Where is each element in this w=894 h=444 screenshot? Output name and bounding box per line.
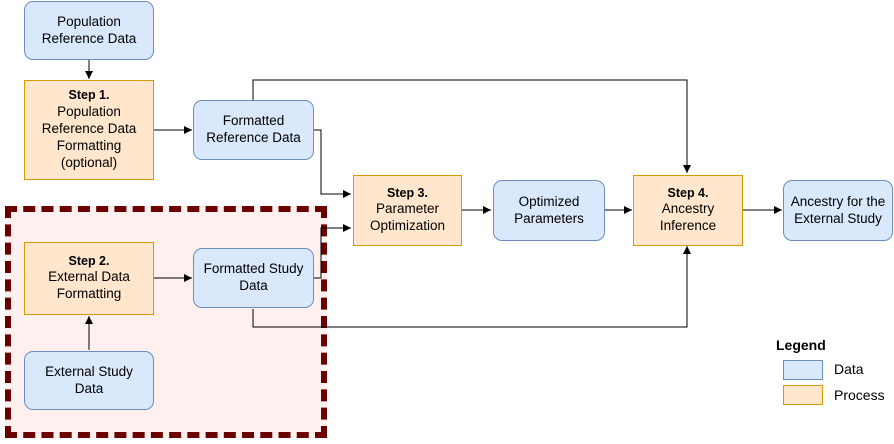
node-line: Formatting <box>56 137 122 153</box>
step2-title: Step 2. <box>68 253 110 268</box>
node-line: Optimization <box>369 218 446 234</box>
legend-process-swatch <box>783 385 823 405</box>
population-reference-data-node: Population Reference Data <box>24 1 154 60</box>
external-study-data-node: External Study Data <box>24 351 154 410</box>
node-line: Optimized <box>518 193 580 209</box>
edge-formatted-reference-to-step3 <box>313 129 351 198</box>
node-line: Data <box>74 380 104 396</box>
formatted-reference-data-node: Formatted Reference Data <box>193 100 314 160</box>
node-line: Data <box>239 278 268 293</box>
node-line: Reference Data <box>206 130 301 145</box>
edge-formatted-reference-to-step4 <box>252 79 691 173</box>
node-line: External Study <box>794 210 882 226</box>
node-line: Parameter <box>375 201 440 217</box>
node-line: Reference Data <box>41 120 137 136</box>
formatted-study-data-node: Formatted Study Data <box>193 248 314 308</box>
node-line: Formatted <box>222 113 285 129</box>
node-line: Population <box>57 13 121 29</box>
ancestry-output-node: Ancestry for the External Study <box>783 180 893 241</box>
edge-formatted-study-to-step3 <box>313 224 351 279</box>
node-line: Inference <box>659 218 717 234</box>
legend-title: Legend <box>776 337 826 353</box>
node-line: Formatted Study <box>203 261 304 277</box>
node-line: Parameters <box>514 210 584 226</box>
step3-title: Step 3. <box>387 185 428 200</box>
legend-data-label: Data <box>834 361 864 377</box>
step2-node: Step 2. External Data Formatting <box>24 242 154 315</box>
optimized-parameters-node: Optimized Parameters <box>493 180 605 241</box>
step4-node: Step 4. Ancestry Inference <box>633 175 743 246</box>
node-line: Reference Data <box>41 30 137 46</box>
node-line: Formatting <box>56 286 122 302</box>
node-line: Ancestry for the <box>790 193 886 209</box>
legend-data-swatch <box>783 360 823 380</box>
node-line: (optional) <box>60 154 118 170</box>
step4-title: Step 4. <box>667 185 709 200</box>
node-line: Population <box>57 104 121 120</box>
step1-title: Step 1. <box>68 88 110 103</box>
node-line: External Data <box>48 269 130 285</box>
edge-formatted-study-to-step4 <box>252 246 691 328</box>
node-line: External Study <box>45 363 133 379</box>
legend-process-label: Process <box>834 387 885 403</box>
step3-node: Step 3. Parameter Optimization <box>353 175 462 246</box>
node-line: Ancestry <box>661 201 715 217</box>
step1-node: Step 1. Population Reference Data Format… <box>24 80 154 180</box>
